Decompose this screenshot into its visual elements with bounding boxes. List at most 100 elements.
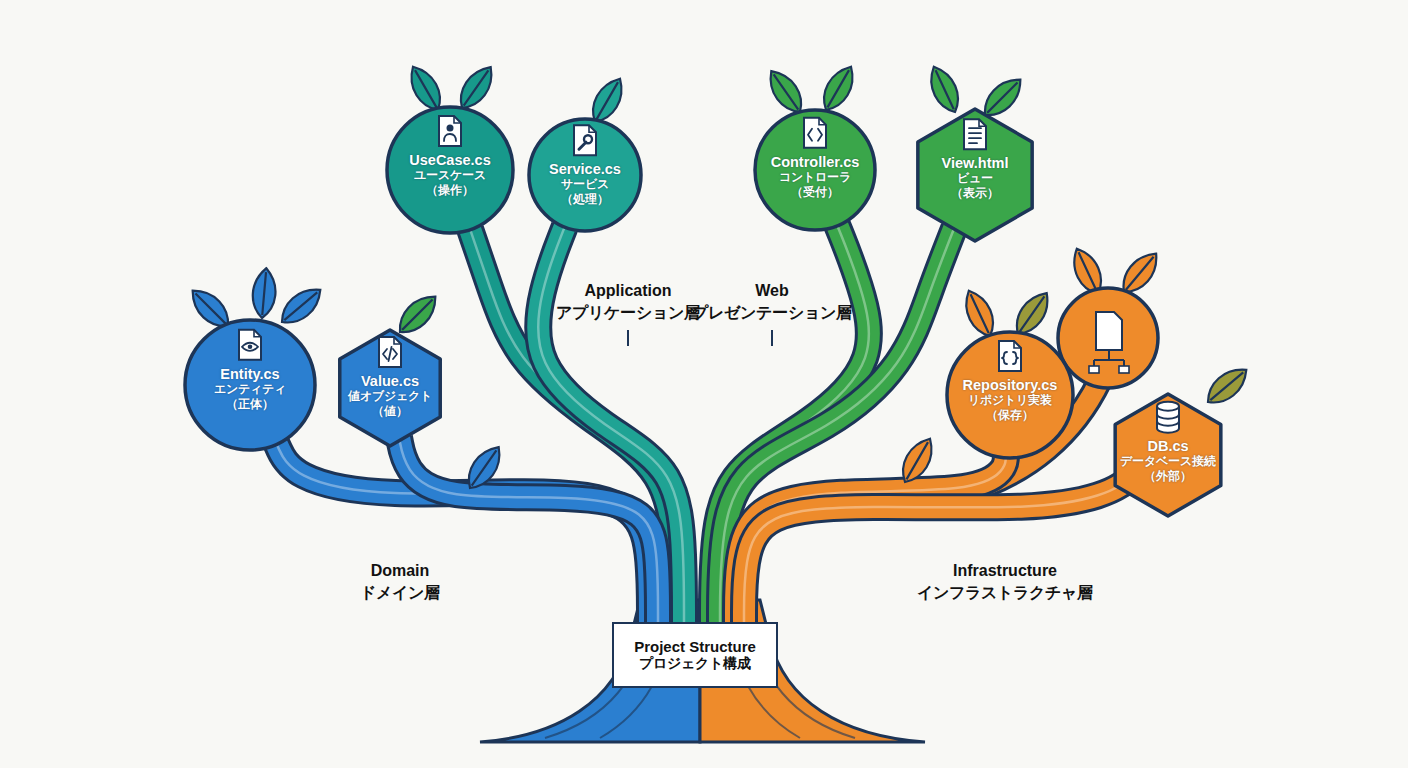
icon-glyph [383,347,397,361]
file-circle: Service.csサービス（処理） [527,117,643,233]
document-icon [964,119,986,149]
role-note: （保存） [945,408,1075,423]
leaf [461,441,508,495]
text-stack: DB.csデータベース接続（外部） [1105,438,1231,484]
file-name: Controller.cs [753,154,877,170]
file-icon [439,116,461,146]
network-icon [1089,366,1099,373]
document-icon [1096,312,1122,350]
file-icon [999,341,1021,371]
database-icon [1157,402,1179,411]
file-hexagon: Value.cs値オブジェクト（値） [330,328,450,448]
leaf [392,289,443,340]
fruit-circle [1058,288,1158,388]
file-icon [964,119,986,149]
text-stack: Service.csサービス（処理） [527,161,643,207]
icon-glyph [242,343,258,351]
icon-glyph [584,135,592,143]
document-icon [439,116,461,146]
role-note: （値） [330,404,450,419]
layer-label: Application アプリケーション層 [548,280,708,325]
branch-connector [744,483,1123,622]
label-tick [627,330,629,346]
leaves [185,61,1254,495]
document-fold [819,118,826,125]
file-icon [379,337,401,367]
text-stack: Value.cs値オブジェクト（値） [330,373,450,419]
leaf [1201,361,1254,410]
text-stack: UseCase.csユースケース（操作） [385,152,515,198]
file-name: View.html [907,155,1043,171]
text-stack: Repository.csリポジトリ実装（保存） [945,377,1075,423]
text-stack: Entity.csエンティティ（正体） [183,366,317,412]
file-circle: Entity.csエンティティ（正体） [183,318,317,452]
network-icon [1094,350,1124,366]
file-hexagon: View.htmlビュー（表示） [907,107,1043,243]
component-label: サービス [527,177,643,192]
file-circle: UseCase.csユースケース（操作） [385,105,515,235]
network-icon [1119,366,1129,373]
role-note: （操作） [385,183,515,198]
document-icon [999,341,1021,371]
leaf [816,61,861,116]
leaf [895,433,940,488]
component-label: 値オブジェクト [330,389,450,404]
role-note: （処理） [527,192,643,207]
file-name: Value.cs [330,373,450,389]
component-label: データベース接続 [1105,454,1231,469]
icon-glyph [248,345,253,350]
label-tick [771,330,773,346]
file-name: Repository.cs [945,377,1075,393]
leaf [924,62,966,117]
role-note: （正体） [183,397,317,412]
document-fold [454,116,461,123]
branch-stripe [277,444,650,622]
component-label: リポジトリ実装 [945,393,1075,408]
layer-label: Web プレゼンテーション層 [687,280,857,325]
file-name: DB.cs [1105,438,1231,454]
icon-glyph [447,125,454,132]
branch-fill [277,444,650,622]
tree-trunk [480,600,925,742]
document-icon [574,125,596,155]
document-icon [804,118,826,148]
document-fold [589,125,596,132]
text-stack: Controller.csコントローラ（受付） [753,154,877,200]
role-note: （外部） [1105,469,1231,484]
database-icon [1157,414,1179,426]
branch-stripe [744,483,1123,622]
leaf [275,281,328,330]
file-name: Service.cs [527,161,643,177]
icon-glyph [1002,352,1018,364]
document-fold [1014,341,1021,348]
branch-outline [277,444,650,622]
text-stack: View.htmlビュー（表示） [907,155,1043,201]
icon-glyph [444,134,456,141]
layer-label: Infrastructure インフラストラクチャ層 [910,560,1100,605]
document-icon [379,337,401,367]
file-icon [239,330,261,360]
file-icon [574,125,596,155]
component-label: ビュー [907,171,1043,186]
root-subtitle: プロジェクト構成 [639,655,751,673]
branch-outline [744,483,1123,622]
component-label: コントローラ [753,170,877,185]
root-title: Project Structure [634,638,756,655]
component-label: ユースケース [385,168,515,183]
document-fold [254,330,261,337]
file-name: Entity.cs [183,366,317,382]
file-icon [804,118,826,148]
label-ticks [628,330,772,346]
role-note: （表示） [907,186,1043,201]
file-circle: Controller.csコントローラ（受付） [753,108,877,232]
leaf [251,267,278,319]
root-box: Project Structureプロジェクト構成 [612,622,778,688]
component-label: エンティティ [183,382,317,397]
document-fold [394,337,401,344]
icon-glyph [808,129,822,141]
role-note: （受付） [753,185,877,200]
file-name: UseCase.cs [385,152,515,168]
